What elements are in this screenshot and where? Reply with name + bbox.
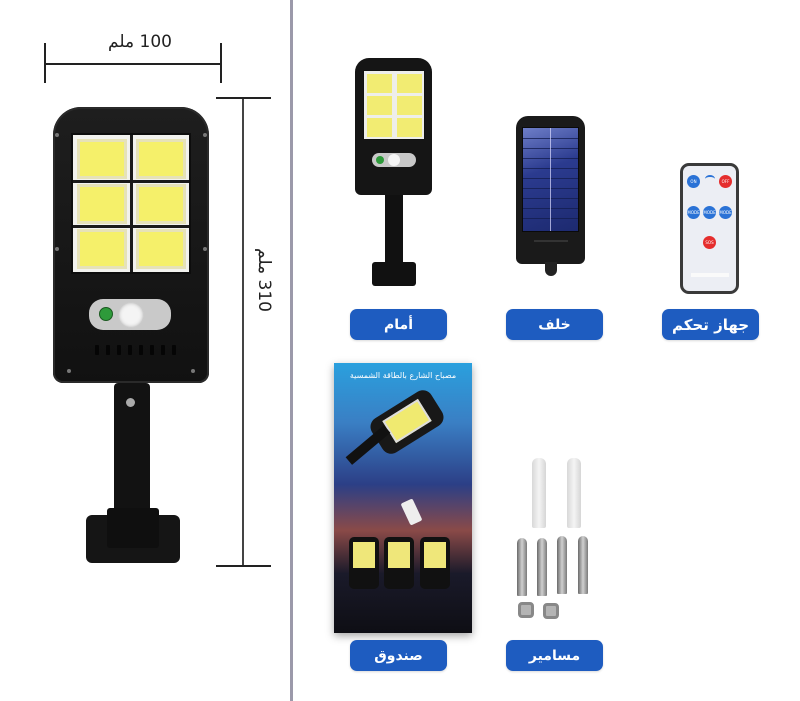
width-dimension-tick-right xyxy=(220,43,222,83)
remote-on-button-icon: ON xyxy=(687,175,700,188)
lamp-vents xyxy=(95,345,176,355)
power-button-icon xyxy=(376,156,384,164)
wall-anchor-icon xyxy=(532,458,546,528)
remote-control-image: ON OFF MODE MODE MODE SOS xyxy=(680,163,739,294)
bolt-icon xyxy=(557,536,567,594)
lamp-mount-arm xyxy=(385,195,403,265)
led-cell xyxy=(136,139,186,179)
screw-icon xyxy=(55,133,59,137)
led-panel xyxy=(71,133,191,274)
remote-mode-button-icon: MODE xyxy=(719,206,732,219)
label-box: صندوق xyxy=(350,640,447,671)
led-cell xyxy=(77,184,127,224)
screw-icon xyxy=(191,369,195,373)
led-cell xyxy=(136,184,186,224)
screw-icon xyxy=(517,538,527,596)
height-dimension-tick-bottom xyxy=(216,565,271,567)
motion-sensor-icon xyxy=(388,154,400,166)
lamp-mount-bracket xyxy=(107,508,159,548)
remote-mode-button-icon: MODE xyxy=(687,206,700,219)
remote-sos-button-icon: SOS xyxy=(703,236,716,249)
back-slot xyxy=(534,240,568,242)
screw-icon xyxy=(55,247,59,251)
remote-off-button-icon: OFF xyxy=(719,175,732,188)
led-cell xyxy=(77,229,127,269)
wifi-signal-icon xyxy=(705,175,715,183)
screw-icon xyxy=(203,247,207,251)
remote-label-strip xyxy=(691,273,729,277)
label-front: أمام xyxy=(350,309,447,340)
screw-icon xyxy=(537,538,547,596)
height-dimension-line xyxy=(242,99,244,565)
width-dimension-label: 100 ملم xyxy=(108,32,172,52)
bolt-icon xyxy=(578,536,588,594)
width-dimension-line xyxy=(45,63,221,65)
label-screws: مسامير xyxy=(506,640,603,671)
remote-mode-button-icon: MODE xyxy=(703,206,716,219)
led-cell xyxy=(136,229,186,269)
box-mini-lamp xyxy=(384,537,414,589)
lamp-mount-base xyxy=(372,262,416,286)
box-mini-lamp xyxy=(420,537,450,589)
box-mini-lamp xyxy=(349,537,379,589)
nut-icon xyxy=(518,602,534,618)
label-back: خلف xyxy=(506,309,603,340)
power-button-icon xyxy=(99,307,113,321)
hanging-hook-icon xyxy=(545,262,557,276)
box-title: مصباح الشارع بالطاقة الشمسية xyxy=(349,371,457,380)
screw-icon xyxy=(67,369,71,373)
screw-icon xyxy=(203,133,207,137)
nut-icon xyxy=(543,603,559,619)
label-remote: جهاز تحكم xyxy=(662,309,759,340)
height-dimension-tick-top xyxy=(216,97,271,99)
motion-sensor-icon xyxy=(118,302,144,328)
led-panel xyxy=(363,70,425,140)
section-divider xyxy=(290,0,293,701)
solar-panel xyxy=(522,127,579,232)
height-dimension-label: 310 ملم xyxy=(254,248,274,312)
led-cell xyxy=(77,139,127,179)
wall-anchor-icon xyxy=(567,458,581,528)
lamp-arm-bolt xyxy=(126,398,135,407)
